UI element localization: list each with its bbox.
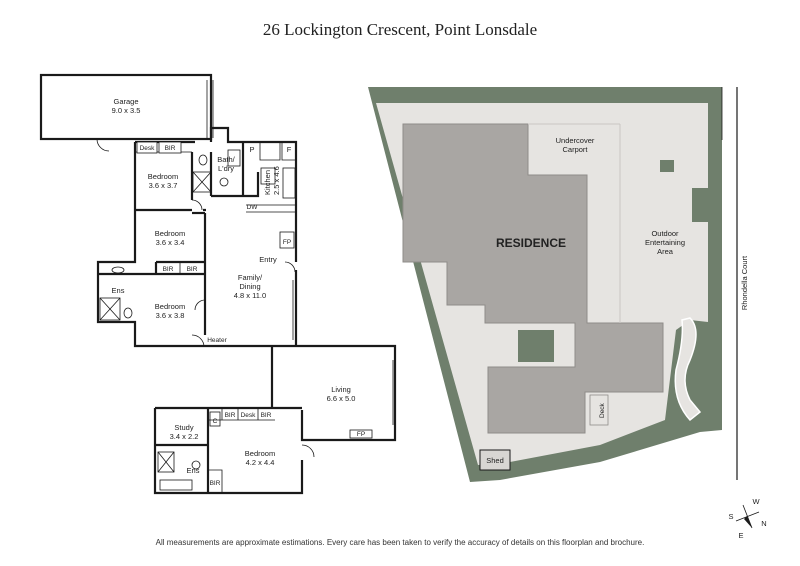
bir-label: BIR [165, 145, 176, 152]
compass-w: W [752, 497, 760, 506]
family-dims: 4.8 x 11.0 [234, 291, 266, 300]
carport-label-2: Carport [562, 145, 588, 154]
street-label: Rhondella Court [740, 255, 749, 310]
dw-label: DW [247, 204, 259, 211]
floorplan [39, 73, 397, 495]
compass-e: E [738, 531, 743, 540]
residence-label: RESIDENCE [496, 236, 566, 250]
closet-label: C [213, 418, 218, 425]
fridge-label: F [287, 145, 292, 154]
shed-footprint [479, 449, 511, 471]
living-outline [270, 344, 397, 442]
study-label: Study [174, 423, 193, 432]
family-label: Family/ [238, 273, 263, 282]
fp-label: FP [283, 239, 291, 246]
garage-label: Garage [113, 97, 138, 106]
bir5-label: BIR [261, 412, 272, 419]
ens2-label: Ens [187, 466, 200, 475]
outdoor-label: Outdoor [651, 229, 679, 238]
bir3-label: BIR [187, 266, 198, 273]
study-dims: 3.4 x 2.2 [170, 432, 199, 441]
deck-label: Deck [599, 402, 606, 418]
entry-label: Entry [259, 255, 277, 264]
residence-footprint [402, 123, 664, 434]
page-title: 26 Lockington Crescent, Point Lonsdale [262, 20, 538, 39]
kitchen-label: Kitchen 2.5 x 4.6 [263, 166, 281, 195]
pantry-label: P [249, 145, 254, 154]
bedroom3-dims: 3.6 x 3.8 [156, 311, 185, 320]
compass-icon [735, 504, 760, 529]
bedroom3-label: Bedroom [155, 302, 185, 311]
bir4-label: BIR [225, 412, 236, 419]
compass-n: N [761, 519, 766, 528]
living-label: Living [331, 385, 351, 394]
outdoor-label-3: Area [657, 247, 674, 256]
disclaimer: All measurements are approximate estimat… [155, 538, 645, 547]
garage-room [39, 73, 213, 141]
bedroom4-dims: 4.2 x 4.4 [246, 458, 275, 467]
heater-label: Heater [207, 337, 227, 344]
bath-label: Bath/ [217, 155, 235, 164]
house-outline [96, 126, 298, 348]
shed-label: Shed [486, 456, 504, 465]
carport-label: Undercover [556, 136, 595, 145]
dining-label: Dining [239, 282, 260, 291]
desk-label: Desk [140, 145, 156, 152]
ldry-label: L'dry [218, 164, 234, 173]
bedroom2-label: Bedroom [155, 229, 185, 238]
compass-s: S [728, 512, 733, 521]
garage-dims: 9.0 x 3.5 [112, 106, 141, 115]
bedroom2-dims: 3.6 x 3.4 [156, 238, 185, 247]
siteplan [368, 87, 738, 482]
outdoor-label-2: Entertaining [645, 238, 685, 247]
bedroom4-label: Bedroom [245, 449, 275, 458]
desk2-label: Desk [241, 412, 257, 419]
bedroom-wing-outline [153, 406, 304, 495]
ens1-label: Ens [112, 286, 125, 295]
bir2-label: BIR [163, 266, 174, 273]
bir6-label: BIR [210, 480, 221, 487]
living-dims: 6.6 x 5.0 [327, 394, 356, 403]
bedroom1-dims: 3.6 x 3.7 [149, 181, 178, 190]
fp2-label: FP [357, 431, 365, 438]
bedroom1-label: Bedroom [148, 172, 178, 181]
